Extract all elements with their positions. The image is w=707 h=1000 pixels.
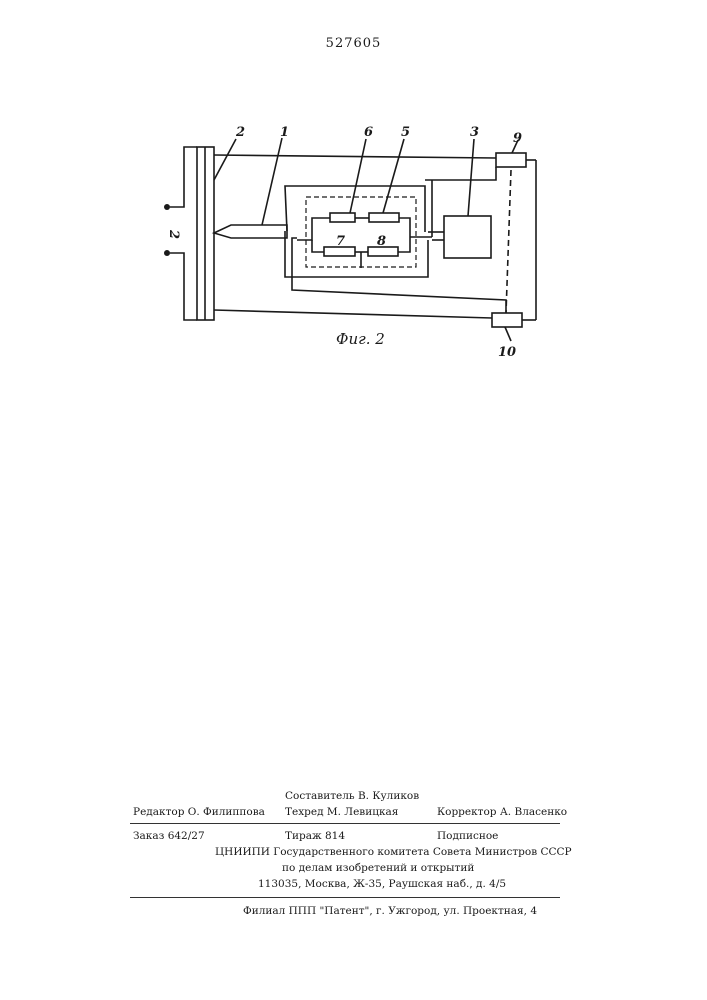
label-3: 3 bbox=[470, 125, 479, 140]
leader-5 bbox=[383, 139, 404, 213]
org-line-2: по делам изобретений и открытий bbox=[282, 862, 474, 874]
mechanical-link bbox=[506, 170, 511, 313]
sensor-9 bbox=[496, 153, 526, 167]
terminal-lower bbox=[164, 250, 170, 256]
order: Заказ 642/27 bbox=[133, 830, 205, 842]
circuit-diagram: 2 1 6 5 3 9 7 8 10 2 Фиг. 2 bbox=[0, 0, 707, 400]
label-9: 9 bbox=[513, 131, 522, 146]
label-10: 10 bbox=[498, 345, 516, 360]
feed-bracket-upper bbox=[170, 147, 197, 207]
bridge-left-node-low bbox=[312, 240, 324, 252]
supply-label: 2 bbox=[166, 229, 181, 239]
wire-to-9 bbox=[425, 167, 496, 180]
label-1: 1 bbox=[280, 125, 289, 140]
figure-caption: Фиг. 2 bbox=[336, 330, 385, 348]
bridge-loop-bottom bbox=[285, 231, 428, 277]
resistor-5 bbox=[369, 213, 399, 222]
leader-3 bbox=[468, 139, 474, 216]
subscription: Подписное bbox=[437, 830, 498, 842]
bridge-left-node bbox=[297, 218, 330, 240]
circulation: Тираж 814 bbox=[285, 830, 345, 842]
terminal-upper bbox=[164, 204, 170, 210]
label-5: 5 bbox=[401, 125, 410, 140]
corrector: Корректор А. Власенко bbox=[437, 806, 567, 818]
label-2: 2 bbox=[235, 125, 245, 140]
feed-bracket-lower bbox=[170, 253, 197, 320]
org-line-1: ЦНИИПИ Государственного комитета Совета … bbox=[215, 846, 572, 858]
label-7: 7 bbox=[336, 234, 345, 249]
wire-top bbox=[214, 155, 496, 158]
leader-10 bbox=[505, 327, 511, 341]
compiler: Составитель В. Куликов bbox=[285, 790, 419, 802]
leader-6 bbox=[350, 139, 366, 213]
leader-2 bbox=[214, 139, 236, 180]
sensor-10 bbox=[492, 313, 522, 327]
editor: Редактор О. Филиппова bbox=[133, 806, 265, 818]
wire-bottom bbox=[214, 310, 492, 318]
bridge-right-node bbox=[398, 218, 410, 252]
probe-1 bbox=[214, 225, 287, 238]
label-6: 6 bbox=[364, 125, 373, 140]
label-8: 8 bbox=[377, 234, 386, 249]
leader-1 bbox=[262, 138, 282, 225]
address: 113035, Москва, Ж-35, Раушская наб., д. … bbox=[258, 878, 506, 890]
techred: Техред М. Левицкая bbox=[285, 806, 398, 818]
resistor-6 bbox=[330, 213, 355, 222]
block-3 bbox=[444, 216, 491, 258]
branch: Филиал ППП "Патент", г. Ужгород, ул. Про… bbox=[243, 905, 537, 917]
rule-upper bbox=[130, 823, 560, 824]
rule-lower bbox=[130, 897, 560, 898]
